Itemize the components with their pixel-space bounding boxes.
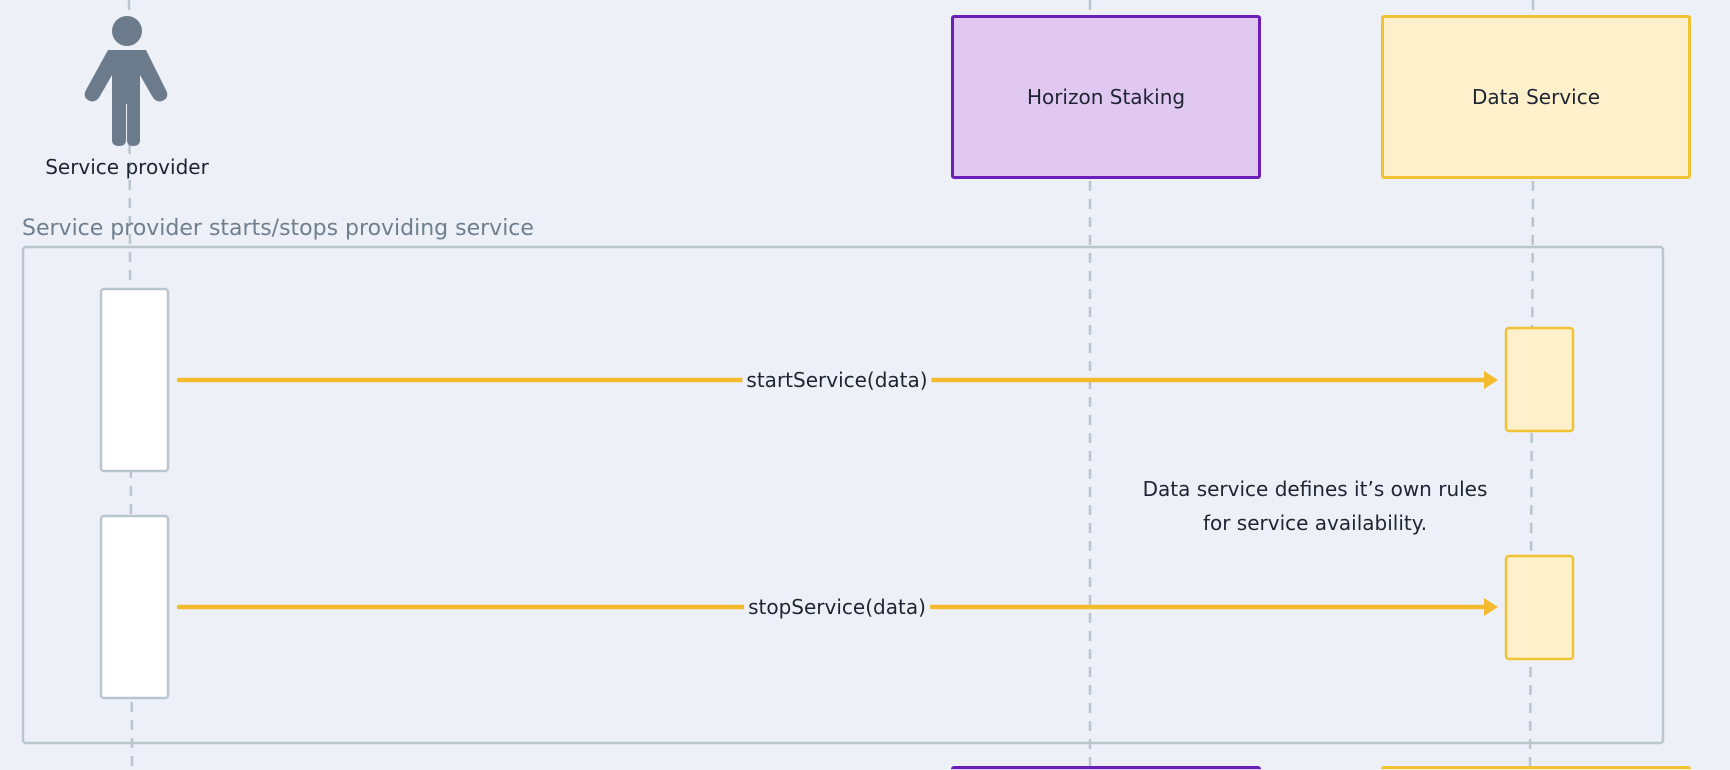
group-frame: [21, 245, 1665, 745]
note-line-2: for service availability.: [1202, 511, 1428, 535]
note: Data service defines it’s own rules for …: [1080, 472, 1550, 540]
message-label-stop: stopService(data): [744, 595, 930, 619]
note-line-1: Data service defines it’s own rules: [1142, 477, 1488, 501]
participant-data-service: Data Service: [1381, 15, 1691, 179]
activation-service-provider-2: [99, 514, 170, 700]
participant-horizon-staking: Horizon Staking: [951, 15, 1261, 179]
group-label: Service provider starts/stops providing …: [22, 216, 534, 241]
activation-data-service-2: [1504, 554, 1575, 661]
participant-horizon-staking-label: Horizon Staking: [1026, 85, 1186, 109]
arrowhead-start: [1484, 371, 1498, 389]
activation-data-service-1: [1504, 326, 1575, 433]
arrowhead-stop: [1484, 598, 1498, 616]
message-label-start: startService(data): [742, 368, 932, 392]
activation-service-provider-1: [99, 287, 170, 473]
participant-horizon-staking-footer: [951, 766, 1261, 770]
person-icon: [84, 16, 168, 146]
participant-data-service-label: Data Service: [1471, 85, 1601, 109]
actor-label: Service provider: [45, 155, 209, 179]
participant-data-service-footer: [1381, 766, 1691, 770]
lifeline-data-service-lower: [1528, 180, 1535, 770]
